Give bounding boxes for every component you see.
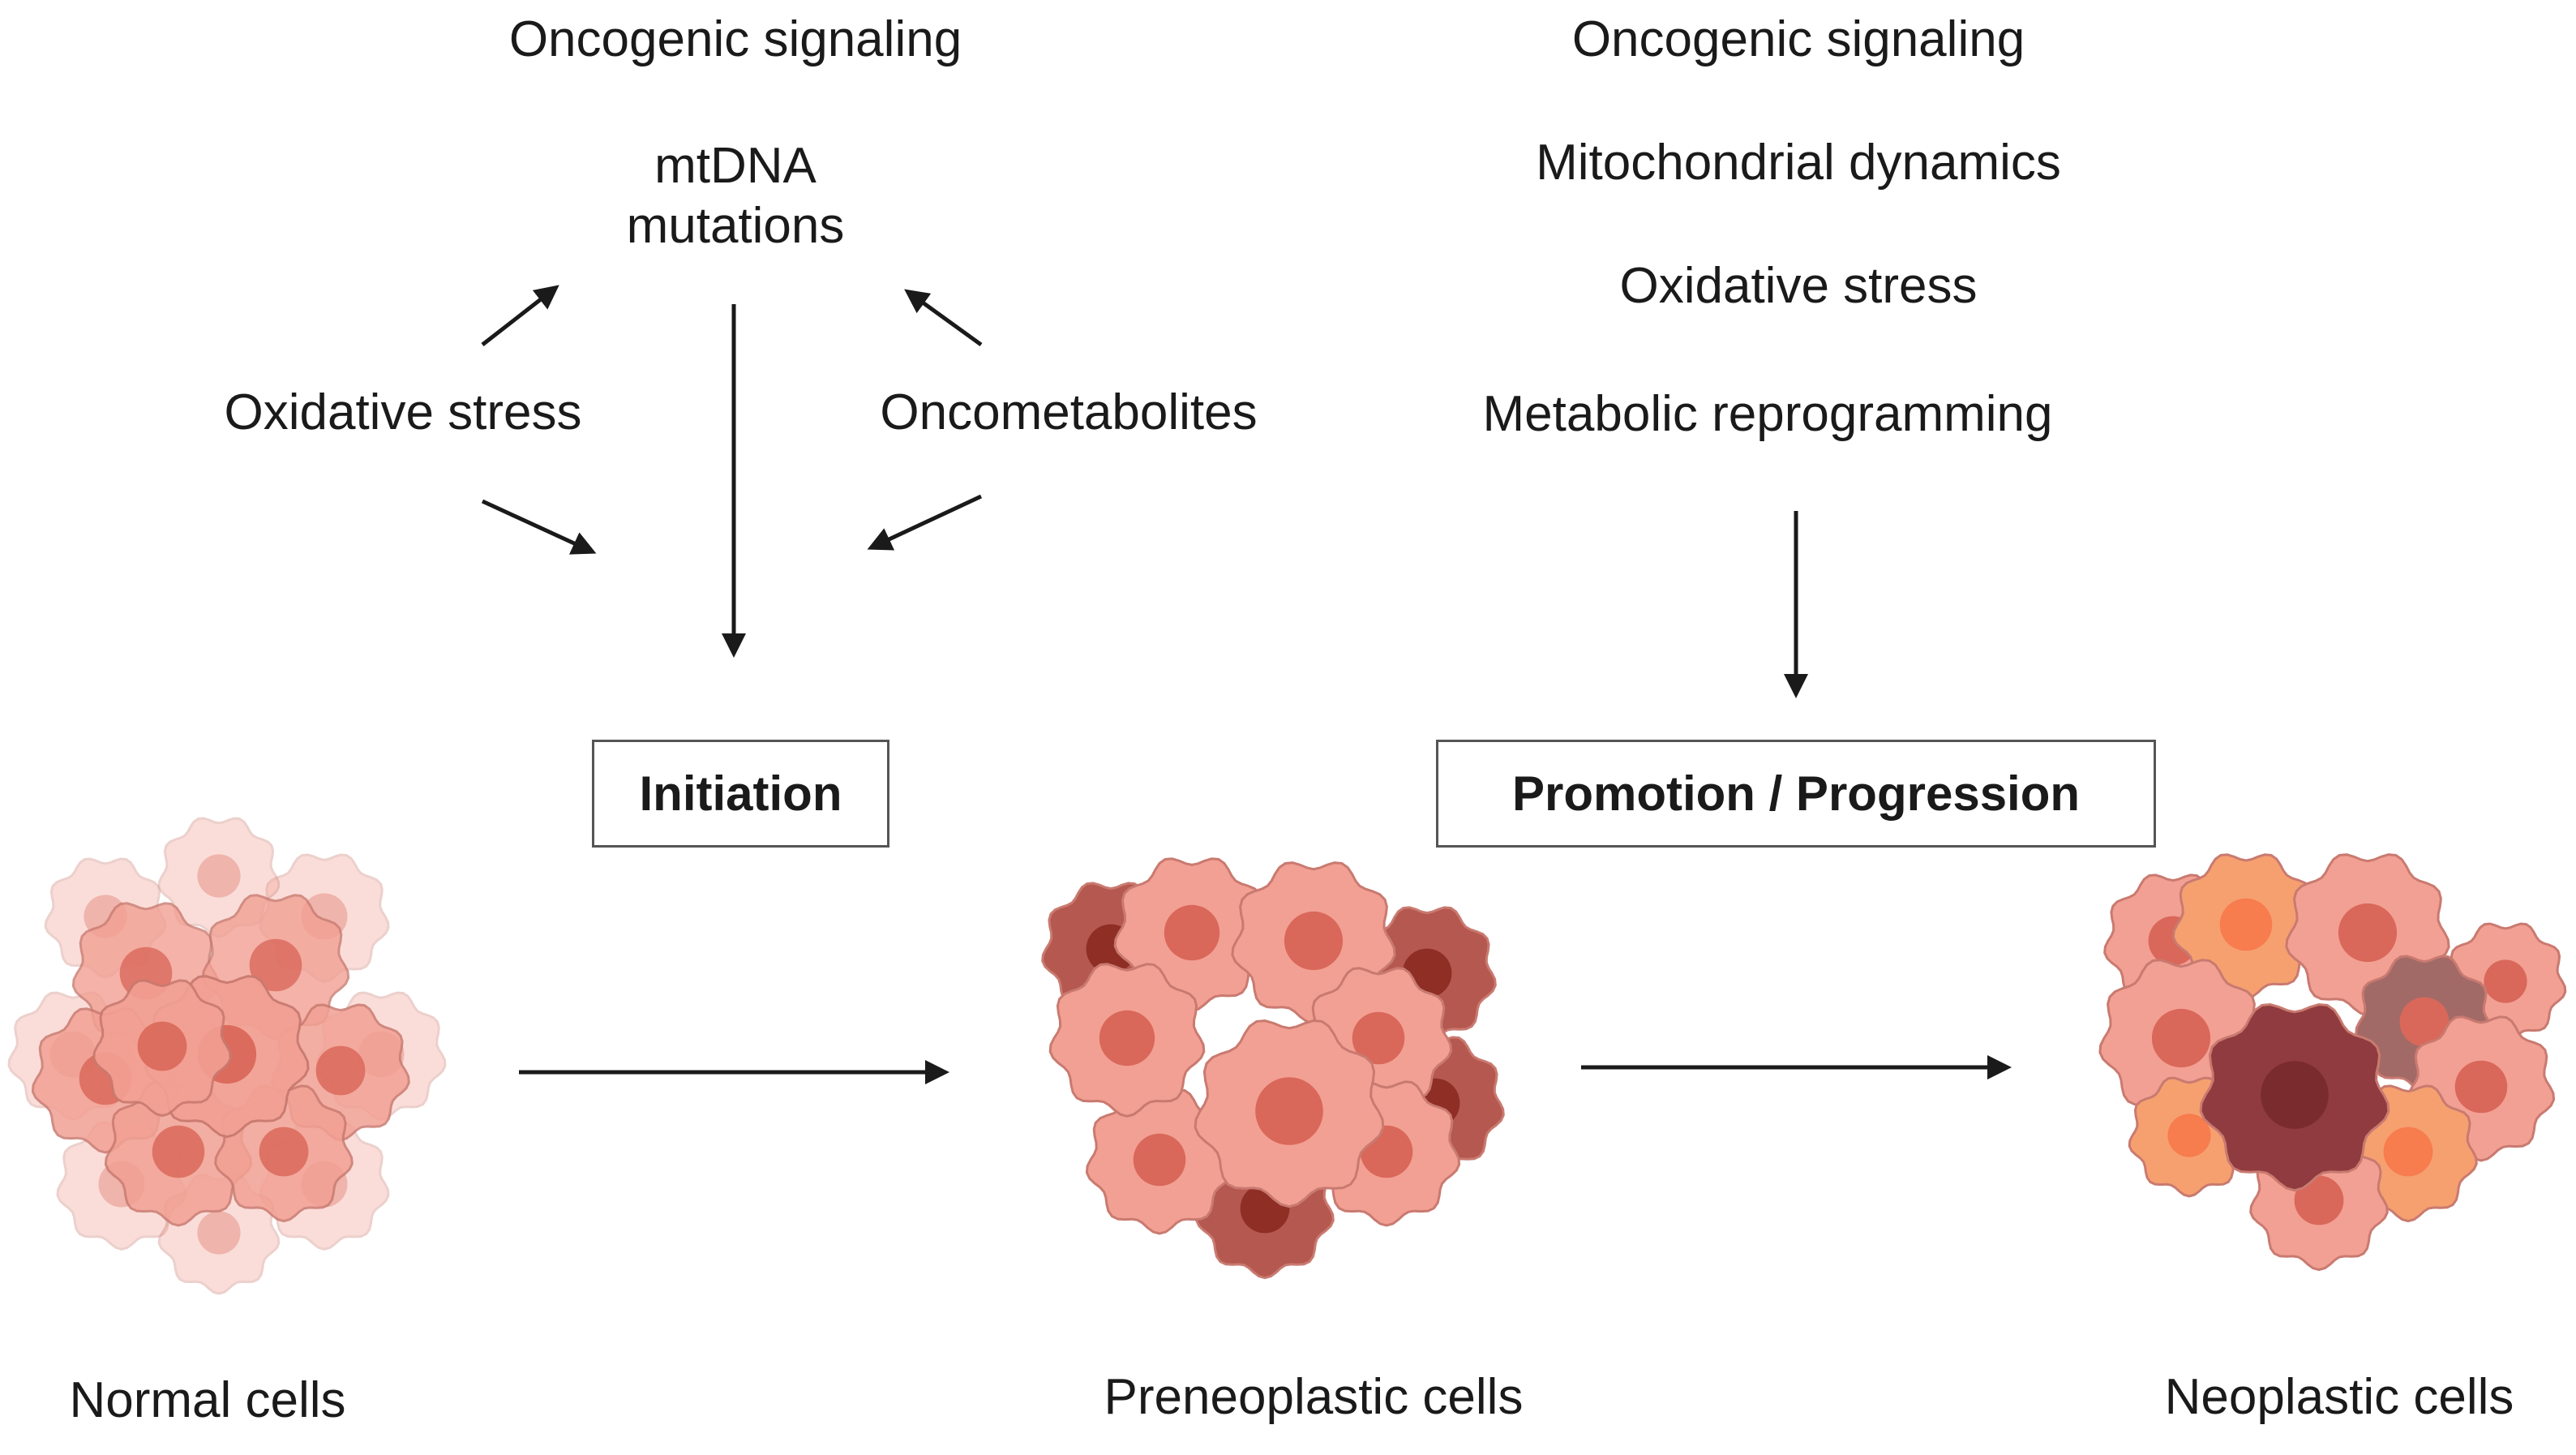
initiation-stage-box: Initiation bbox=[592, 740, 889, 848]
arrow-oxidative-to-initiation bbox=[481, 499, 597, 555]
cell-nucleus bbox=[2167, 1114, 2211, 1157]
cell-nucleus bbox=[1255, 1077, 1323, 1145]
progression-factor-1-label: Oncogenic signaling bbox=[1571, 11, 2025, 67]
cell-nucleus bbox=[2399, 997, 2450, 1047]
cell-nucleus bbox=[1099, 1010, 1155, 1067]
cell-nucleus bbox=[2383, 1127, 2433, 1177]
arrow-oncometabolites-to-initiation bbox=[867, 494, 983, 551]
cell-nucleus bbox=[2219, 898, 2273, 951]
promotion-progression-stage-label: Promotion / Progression bbox=[1511, 766, 2081, 821]
normal-cell-cluster-icon bbox=[7, 817, 447, 1295]
cell-nucleus bbox=[1284, 911, 1344, 971]
neoplastic-cells-label: Neoplastic cells bbox=[2164, 1369, 2514, 1425]
cell-nucleus bbox=[152, 1125, 205, 1178]
initiation-stage-label: Initiation bbox=[639, 766, 842, 821]
normal-cells-label: Normal cells bbox=[69, 1372, 346, 1428]
cell-nucleus bbox=[197, 854, 241, 898]
preneoplastic-cell-cluster-icon bbox=[1041, 857, 1505, 1280]
cell-nucleus bbox=[249, 938, 302, 992]
cell-nucleus bbox=[2151, 1008, 2211, 1068]
cell-nucleus bbox=[2261, 1061, 2329, 1129]
arrow-oncometabolites-to-mtdna bbox=[904, 289, 983, 347]
progression-factor-3-label: Oxidative stress bbox=[1619, 258, 1978, 314]
cell-nucleus bbox=[1352, 1011, 1405, 1065]
cell-nucleus bbox=[2338, 903, 2398, 963]
mtdna-mutations-label: mtDNA mutations bbox=[626, 138, 845, 255]
initiation-oncogenic-signaling-label: Oncogenic signaling bbox=[508, 11, 962, 67]
arrow-oxidative-to-mtdna bbox=[481, 285, 559, 346]
preneoplastic-cells-label: Preneoplastic cells bbox=[1104, 1369, 1524, 1425]
cell-nucleus bbox=[2454, 1060, 2508, 1114]
cell-nucleus bbox=[259, 1127, 309, 1177]
cell-nucleus bbox=[2484, 959, 2527, 1003]
progression-factor-2-label: Mitochondrial dynamics bbox=[1536, 135, 2061, 191]
progression-factor-4-label: Metabolic reprogramming bbox=[1482, 386, 2053, 442]
promotion-progression-stage-box: Promotion / Progression bbox=[1436, 740, 2156, 848]
cell-nucleus bbox=[137, 1021, 187, 1071]
neoplastic-cell-cluster-icon bbox=[2098, 853, 2567, 1272]
cell-nucleus bbox=[2294, 1175, 2344, 1225]
oxidative-stress-label: Oxidative stress bbox=[224, 384, 582, 440]
cell-nucleus bbox=[315, 1045, 366, 1096]
oncometabolites-label: Oncometabolites bbox=[880, 384, 1258, 440]
cell-nucleus bbox=[1133, 1133, 1186, 1187]
cell-nucleus bbox=[197, 1211, 241, 1255]
cell-nucleus bbox=[1164, 904, 1220, 961]
